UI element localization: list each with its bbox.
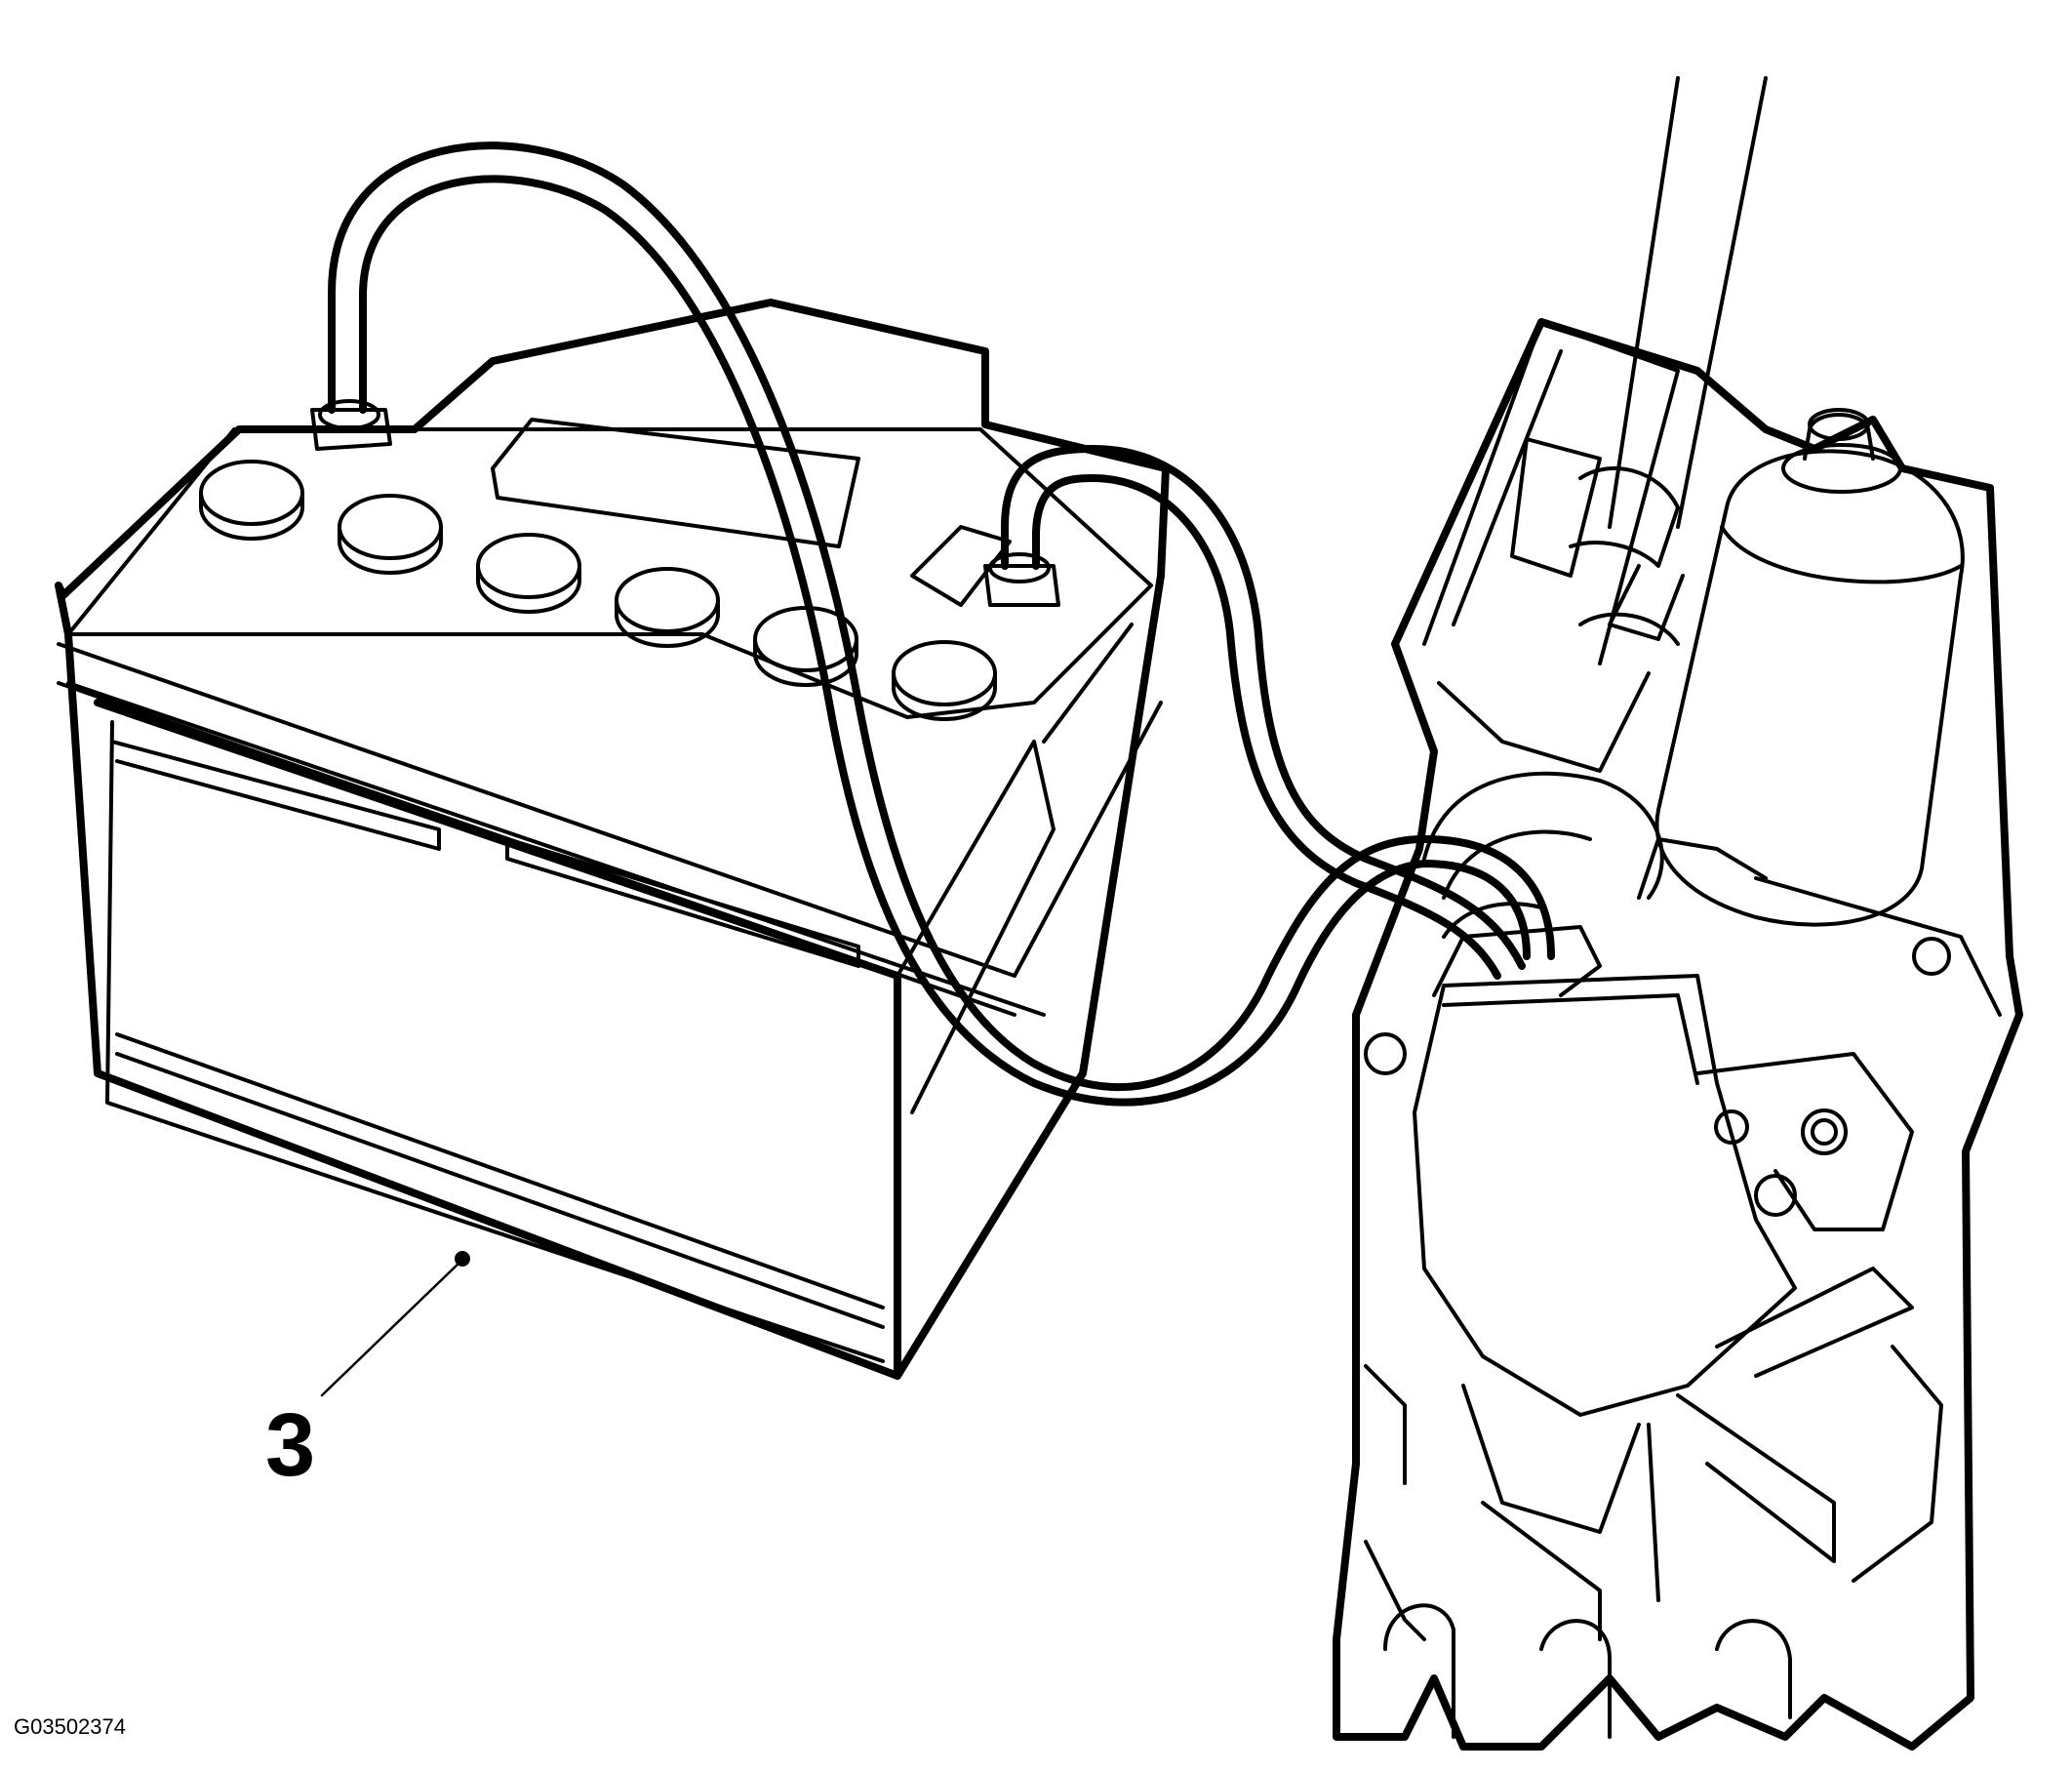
callout-leader-line (320, 1260, 462, 1397)
callout-anchor-dot (455, 1251, 470, 1267)
battery-vent-caps (199, 460, 997, 721)
jumper-cables (328, 141, 1555, 1107)
callout-3: 3 (265, 1251, 470, 1495)
pump-motor-assembly (1333, 76, 2023, 1751)
battery-terminals (310, 399, 1060, 607)
callout-number: 3 (265, 1395, 315, 1495)
figure-code: G03502374 (14, 1714, 126, 1739)
battery (55, 299, 1170, 1380)
